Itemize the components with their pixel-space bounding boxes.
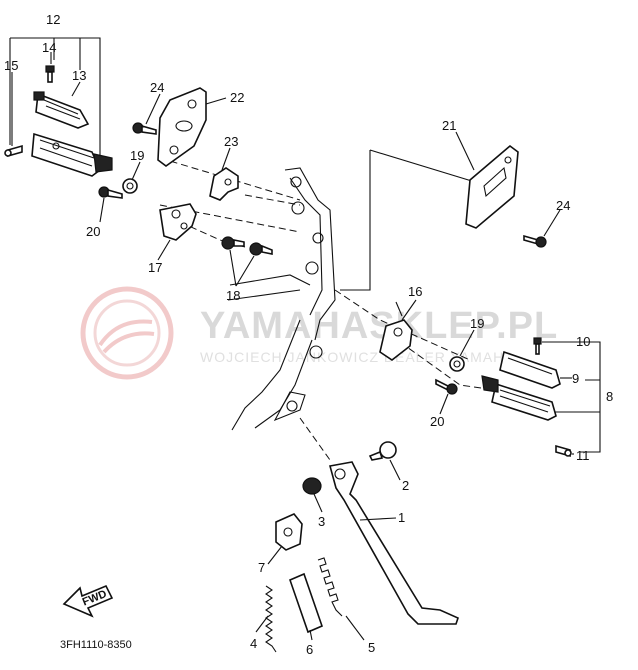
- callout-19-left: 19: [130, 148, 144, 163]
- callout-24-right: 24: [556, 198, 570, 213]
- callout-11: 11: [576, 448, 590, 463]
- part-16-bracket: [379, 301, 413, 361]
- part-6-collar: [289, 572, 323, 634]
- watermark: YAMAHASKLEP.PL WOJCIECH JANKOWICZ DEALER…: [80, 286, 558, 380]
- frame-outline: [159, 149, 496, 461]
- callout-16: 16: [408, 284, 422, 299]
- callout-22: 22: [230, 90, 244, 105]
- part-20-bolt-right: [435, 378, 458, 395]
- part-1-sidestand: [328, 461, 459, 625]
- callout-18: 18: [226, 288, 240, 303]
- callout-20-left: 20: [86, 224, 100, 239]
- part-3-nut: [302, 477, 322, 495]
- part-4-spring: [265, 585, 277, 653]
- bracket-12: [9, 37, 101, 160]
- part-24-bolt-right: [523, 234, 547, 248]
- callout-12: 12: [46, 12, 60, 27]
- fwd-arrow-icon: FWD: [62, 584, 114, 618]
- callout-13: 13: [72, 68, 86, 83]
- part-21-heel-plate-right: [465, 144, 519, 229]
- callout-6: 6: [306, 642, 313, 657]
- watermark-logo: [80, 286, 174, 380]
- callout-7: 7: [258, 560, 265, 575]
- callout-20-right: 20: [430, 414, 444, 429]
- callout-3: 3: [318, 514, 325, 529]
- callout-24-left: 24: [150, 80, 164, 95]
- part-13-footrest-rubber: [33, 91, 90, 129]
- part-23-clamp: [209, 167, 239, 201]
- diagram-code: 3FH1110-8350: [60, 639, 132, 651]
- part-22-heel-plate: [157, 87, 207, 167]
- callout-15: 15: [4, 58, 18, 73]
- callout-1: 1: [398, 510, 405, 525]
- bracket-8: [555, 341, 601, 453]
- part-24-bolt-left: [132, 122, 157, 135]
- watermark-sub-text: WOJCIECH JANKOWICZ DEALER YAMAHA: [200, 349, 515, 365]
- callout-8: 8: [606, 389, 613, 404]
- footrest-right: [481, 350, 561, 421]
- callout-23: 23: [224, 134, 238, 149]
- callout-10: 10: [576, 334, 590, 349]
- part-11-pin: [555, 444, 572, 458]
- part-14-bolt: [45, 65, 55, 83]
- callout-5: 5: [368, 640, 375, 655]
- part-17-bracket: [159, 203, 197, 241]
- callout-labels: 12 14 13 15 24 22 23 19 20 17 18 21 24 1…: [4, 12, 613, 657]
- part-20-bolt-left: [98, 186, 123, 199]
- part-15-pin: [4, 144, 23, 158]
- part-7-bracket: [275, 513, 303, 551]
- leader-lines: [11, 52, 578, 641]
- part-10-bolt: [533, 337, 542, 355]
- callout-2: 2: [402, 478, 409, 493]
- footrest-left: [31, 132, 113, 177]
- part-18-nuts: [221, 236, 273, 256]
- part-19-washer-left: [122, 178, 138, 194]
- part-19-washer-right: [449, 356, 465, 372]
- callout-17: 17: [148, 260, 162, 275]
- watermark-main-text: YAMAHASKLEP.PL: [200, 305, 558, 347]
- part-5-spring: [317, 557, 343, 617]
- callout-14: 14: [42, 40, 56, 55]
- callout-9: 9: [572, 371, 579, 386]
- callout-21: 21: [442, 118, 456, 133]
- part-2-bolt: [368, 441, 397, 461]
- callout-4: 4: [250, 636, 257, 651]
- callout-19-right: 19: [470, 316, 484, 331]
